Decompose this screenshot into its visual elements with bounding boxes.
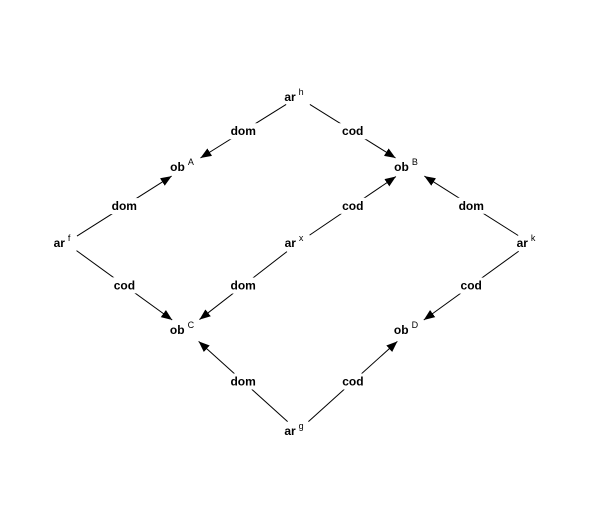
node-label: ar bbox=[284, 424, 296, 438]
node-superscript: h bbox=[299, 87, 304, 97]
edge-label-background bbox=[337, 123, 368, 140]
edge-label-background bbox=[228, 277, 259, 294]
edge-label-background bbox=[109, 198, 140, 215]
node-superscript: A bbox=[188, 157, 194, 167]
node-superscript: B bbox=[412, 157, 418, 167]
edge-label-background bbox=[337, 197, 368, 214]
edge-label-background bbox=[109, 277, 140, 294]
edge-ar_f-to-ob_A: dom bbox=[76, 175, 172, 237]
edge-label-dom: dom bbox=[231, 279, 256, 293]
edges-layer: dom cod dom cod cod dom dom cod dom cod bbox=[76, 103, 519, 422]
node-label: ob bbox=[394, 160, 409, 174]
edge-label-background bbox=[337, 373, 368, 390]
edge-label-background bbox=[456, 277, 487, 294]
node-superscript: C bbox=[188, 320, 195, 330]
edge-label-background bbox=[228, 123, 259, 140]
edge-ar_g-to-ob_D: cod bbox=[308, 341, 398, 422]
edge-label-dom: dom bbox=[459, 199, 484, 213]
edge-ar_x-to-ob_C: dom bbox=[199, 251, 288, 320]
edge-ar_f-to-ob_C: cod bbox=[76, 250, 173, 321]
edge-ar_k-to-ob_D: cod bbox=[423, 250, 519, 321]
edge-label-dom: dom bbox=[112, 199, 137, 213]
edge-label-background bbox=[228, 373, 259, 390]
node-label: ar bbox=[285, 236, 297, 250]
edge-label-cod: cod bbox=[342, 199, 363, 213]
edge-label-cod: cod bbox=[461, 279, 482, 293]
edge-ar_k-to-ob_B: dom bbox=[424, 175, 519, 236]
edge-label-dom: dom bbox=[230, 375, 255, 389]
node-label: ar bbox=[517, 236, 529, 250]
node-label: ob bbox=[170, 160, 185, 174]
edge-label-background bbox=[456, 197, 487, 214]
edge-label-cod: cod bbox=[342, 375, 363, 389]
edge-label-cod: cod bbox=[114, 278, 135, 292]
edge-label-cod: cod bbox=[342, 124, 363, 138]
edge-ar_g-to-ob_C: dom bbox=[198, 341, 288, 422]
node-superscript: k bbox=[531, 233, 536, 243]
node-label: ob bbox=[170, 323, 185, 337]
edge-ar_h-to-ob_A: dom bbox=[200, 103, 287, 159]
node-label: ar bbox=[54, 236, 66, 250]
edge-ar_h-to-ob_B: cod bbox=[309, 103, 396, 159]
node-label: ar bbox=[284, 90, 296, 104]
edge-ar_x-to-ob_B: cod bbox=[309, 176, 397, 236]
node-label: ob bbox=[394, 323, 409, 337]
node-superscript: D bbox=[412, 320, 419, 330]
node-superscript: g bbox=[299, 421, 304, 431]
node-superscript: x bbox=[299, 233, 304, 243]
edge-label-dom: dom bbox=[231, 124, 256, 138]
node-superscript: f bbox=[68, 233, 71, 243]
